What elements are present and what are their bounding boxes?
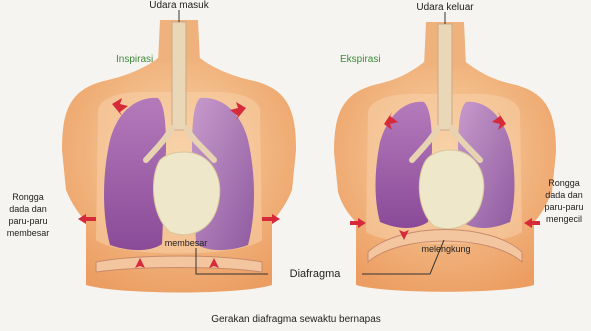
trachea xyxy=(438,24,452,130)
right-side-label-line: Rongga xyxy=(548,178,580,188)
heart xyxy=(153,152,219,235)
left-side-label: Rongga dada dan paru-paru membesar xyxy=(7,192,50,238)
left-side-label-line: Rongga xyxy=(12,192,44,202)
trachea xyxy=(172,22,186,130)
right-side-label-line: dada dan xyxy=(545,190,583,200)
left-side-label-line: membesar xyxy=(7,228,50,238)
right-side-label-line: paru-paru xyxy=(544,202,583,212)
right-air-label: Udara keluar xyxy=(416,2,474,13)
figure-caption: Gerakan diafragma sewaktu bernapas xyxy=(211,314,381,325)
right-side-label-line: mengecil xyxy=(546,214,582,224)
right-inner-label: melengkung xyxy=(421,244,470,254)
left-side-label-line: dada dan xyxy=(9,204,47,214)
inspiration-torso xyxy=(62,10,296,293)
left-side-label-line: paru-paru xyxy=(8,216,47,226)
left-inner-label: membesar xyxy=(165,238,208,248)
heart xyxy=(419,150,483,229)
left-heading: Inspirasi xyxy=(116,54,153,65)
diaphragm-label: Diafragma xyxy=(290,268,342,280)
right-heading: Ekspirasi xyxy=(340,54,381,65)
right-side-label: Rongga dada dan paru-paru mengecil xyxy=(544,178,583,224)
left-air-label: Udara masuk xyxy=(149,0,209,11)
